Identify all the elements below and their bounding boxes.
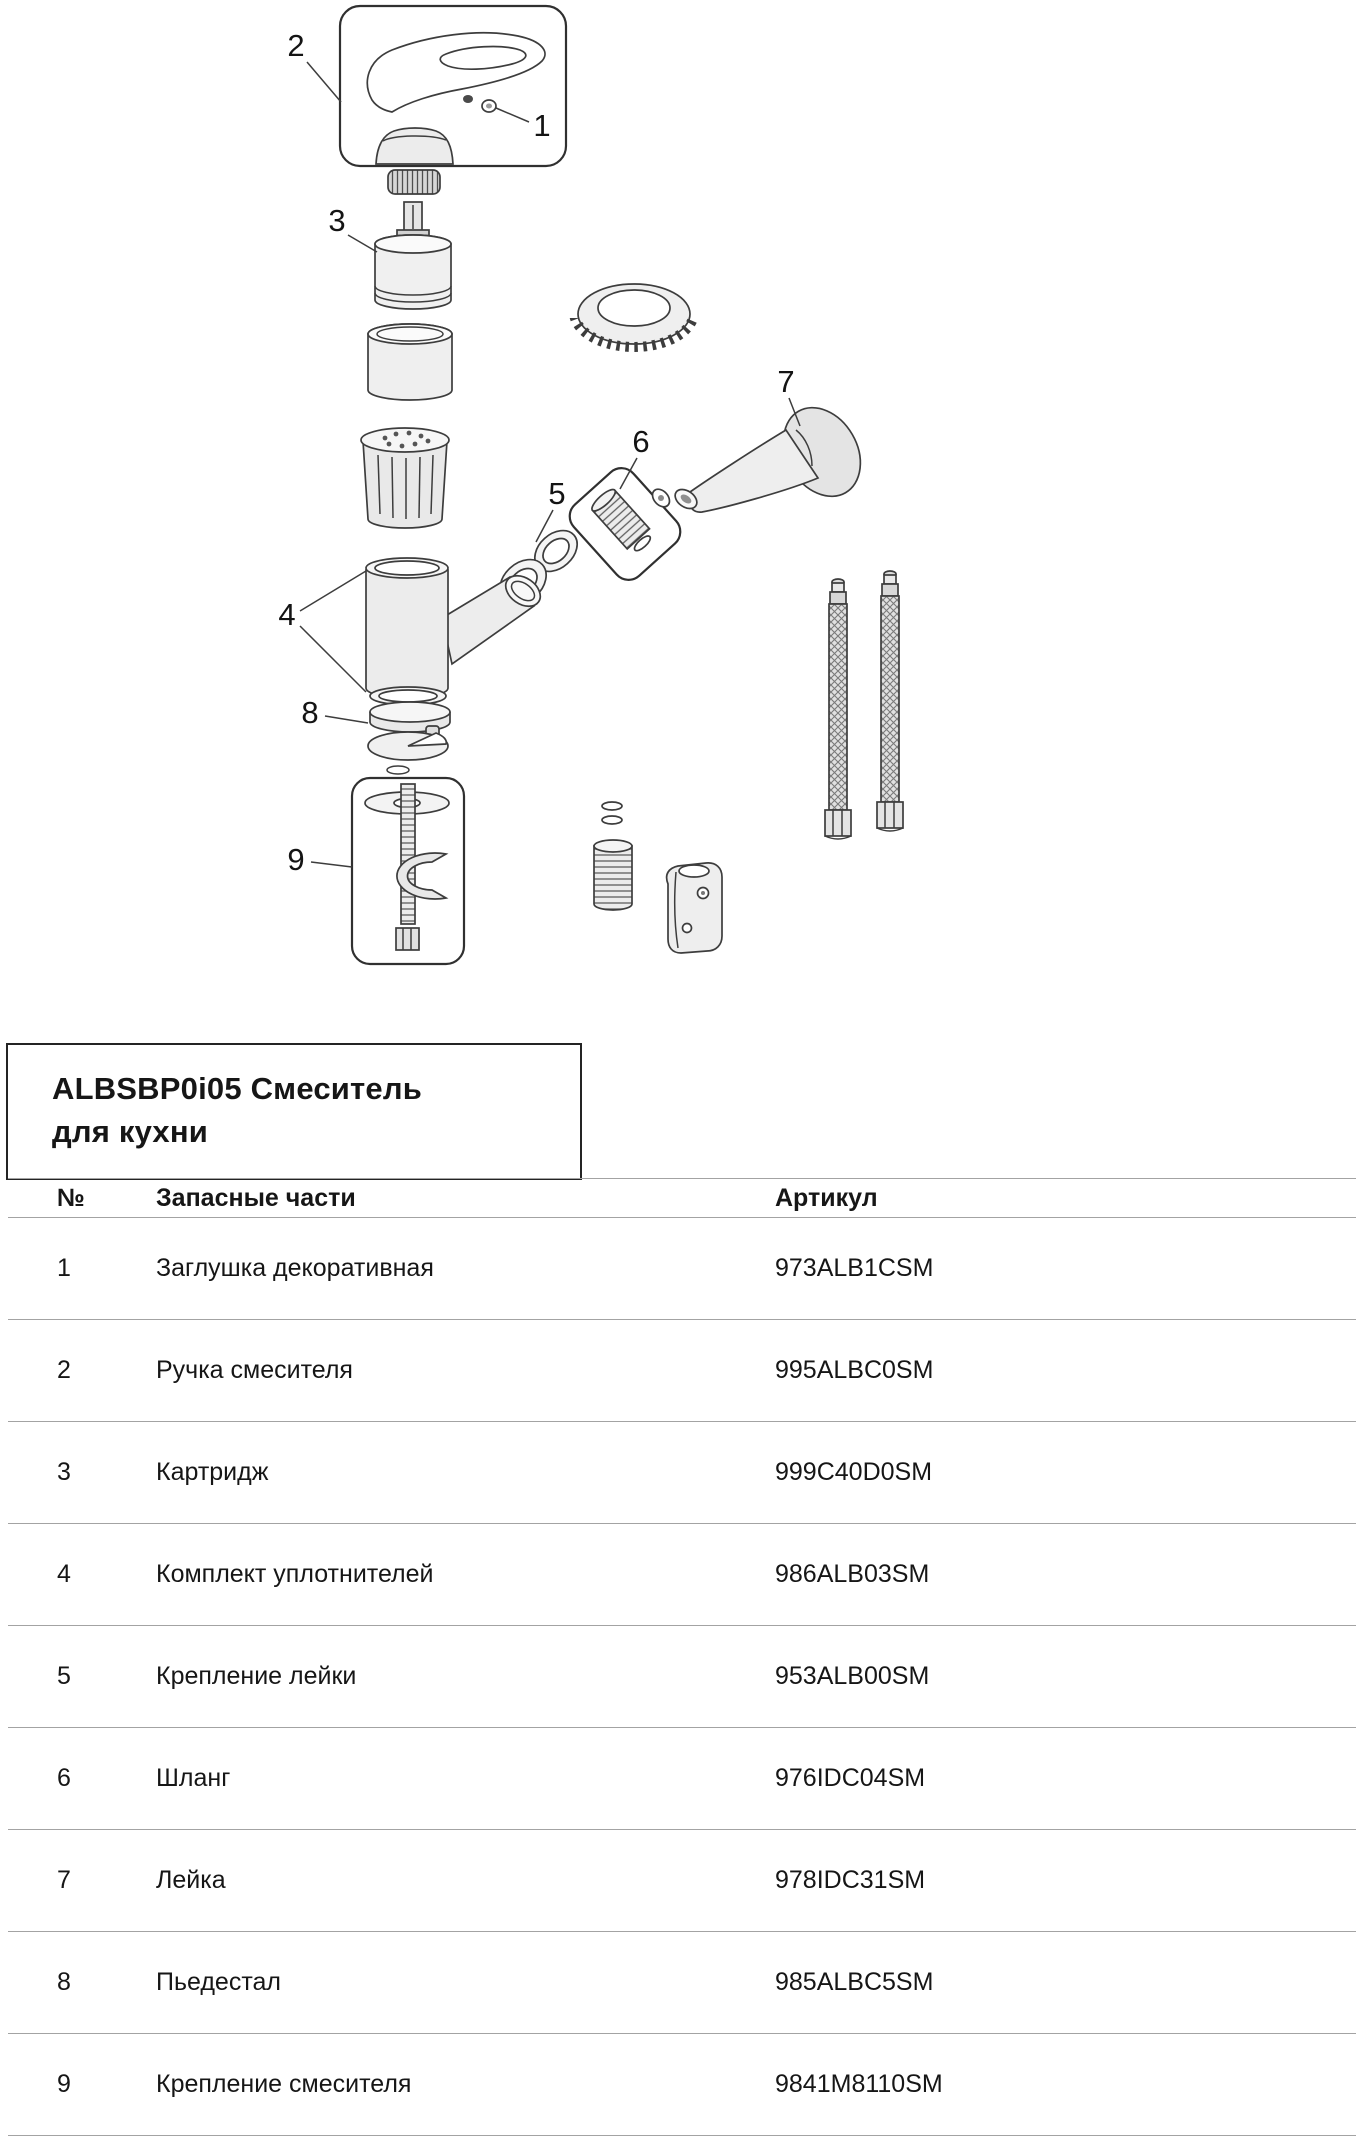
horseshoe-bracket (396, 852, 449, 900)
part-article-cell: 9841M8110SM (775, 2033, 1356, 2136)
part-number-cell: 3 (8, 1421, 156, 1524)
table-row: 4 Комплект уплотнителей 986ALB03SM (8, 1523, 1356, 1626)
part-mounting-kit (350, 776, 466, 966)
part-number-cell: 9 (8, 2033, 156, 2136)
leader-line-7 (788, 397, 801, 427)
table-header-row: № Запасные части Артикул (8, 1178, 1356, 1218)
table-row: 3 Картридж 999C40D0SM (8, 1421, 1356, 1524)
callout-4: 4 (278, 597, 295, 632)
part-faucet-body (365, 557, 542, 699)
handle-dome (375, 127, 454, 165)
part-name-cell: Картридж (156, 1421, 775, 1524)
part-article-cell: 985ALBC5SM (775, 1931, 1356, 2034)
table-row: 8 Пьедестал 985ALBC5SM (8, 1931, 1356, 2034)
table-row: 2 Ручка смесителя 995ALBC0SM (8, 1319, 1356, 1422)
part-hose-nipple (593, 839, 633, 911)
handle-screw (463, 95, 473, 103)
part-number-cell: 8 (8, 1931, 156, 2034)
part-name-cell: Лейка (156, 1829, 775, 1932)
leader-line-3 (347, 234, 378, 253)
part-article-cell: 995ALBC0SM (775, 1319, 1356, 1422)
callout-3: 3 (328, 203, 345, 238)
handle-lever (366, 31, 546, 113)
mounting-nut (395, 927, 420, 951)
part-number-cell: 6 (8, 1727, 156, 1830)
part-article-cell: 986ALB03SM (775, 1523, 1356, 1626)
callout-7: 7 (777, 364, 794, 399)
part-article-cell: 999C40D0SM (775, 1421, 1356, 1524)
part-article-cell: 953ALB00SM (775, 1625, 1356, 1728)
leader-line-2 (306, 61, 342, 103)
leader-line-1 (495, 107, 530, 123)
part-diverter (360, 427, 450, 529)
leader-line-8 (324, 715, 369, 724)
table-row: 9 Крепление смесителя 9841M8110SM (8, 2033, 1356, 2136)
part-number-cell: 4 (8, 1523, 156, 1626)
callouts: 1 2 3 4 5 6 7 8 9 (278, 28, 801, 877)
leader-line-9 (310, 861, 353, 868)
callout-5: 5 (548, 476, 565, 511)
header-num: № (8, 1178, 156, 1218)
leader-line-6 (619, 457, 638, 490)
part-name-cell: Крепление лейки (156, 1625, 775, 1728)
leader-line-5 (535, 509, 554, 543)
part-name-cell: Пьедестал (156, 1931, 775, 2034)
part-article-cell: 976IDC04SM (775, 1727, 1356, 1830)
table-row: 1 Заглушка декоративная 973ALB1CSM (8, 1217, 1356, 1320)
product-title-line2: для кухни (52, 1114, 209, 1149)
leader-line-4a (299, 570, 367, 612)
threaded-stud (400, 783, 416, 925)
part-pedestal (367, 701, 451, 775)
part-spray-head (674, 406, 862, 513)
table-row: 6 Шланг 976IDC04SM (8, 1727, 1356, 1830)
part-hose-right (876, 570, 904, 832)
callout-8: 8 (301, 695, 318, 730)
part-cartridge (374, 201, 452, 310)
leader-line-4b (299, 625, 367, 693)
part-swivel-connector (665, 862, 723, 954)
header-parts: Запасные части (156, 1178, 775, 1218)
part-name-cell: Ручка смесителя (156, 1319, 775, 1422)
part-article-cell: 978IDC31SM (775, 1829, 1356, 1932)
part-number-cell: 2 (8, 1319, 156, 1422)
part-name-cell: Комплект уплотнителей (156, 1523, 775, 1626)
part-small-washers (601, 801, 623, 825)
mounting-kit-frame (350, 776, 466, 966)
callout-6: 6 (632, 424, 649, 459)
parts-table: № Запасные части Артикул 1 Заглушка деко… (8, 1178, 1356, 2136)
part-number-cell: 5 (8, 1625, 156, 1728)
handle-frame (338, 4, 568, 168)
part-name-cell: Заглушка декоративная (156, 1217, 775, 1320)
part-number-cell: 1 (8, 1217, 156, 1320)
part-brush-ring (569, 283, 699, 352)
callout-9: 9 (287, 842, 304, 877)
part-hose-left (824, 578, 852, 840)
part-sleeve (367, 323, 453, 401)
product-title-box: ALBSBP0i05 Смеситель для кухни (6, 1043, 582, 1180)
part-handle-group (338, 4, 568, 168)
part-name-cell: Шланг (156, 1727, 775, 1830)
part-number-cell: 7 (8, 1829, 156, 1932)
part-article-cell: 973ALB1CSM (775, 1217, 1356, 1320)
part-hose-coupling (568, 467, 682, 581)
part-name-cell: Крепление смесителя (156, 2033, 775, 2136)
product-title-line1: ALBSBP0i05 Смеситель (52, 1071, 423, 1106)
table-row: 7 Лейка 978IDC31SM (8, 1829, 1356, 1932)
header-article: Артикул (775, 1178, 1356, 1218)
exploded-diagram: 1 2 3 4 5 6 7 8 9 (278, 4, 904, 966)
table-row: 5 Крепление лейки 953ALB00SM (8, 1625, 1356, 1728)
part-adapter-ring (387, 169, 441, 195)
callout-1: 1 (533, 108, 550, 143)
callout-2: 2 (287, 28, 304, 63)
